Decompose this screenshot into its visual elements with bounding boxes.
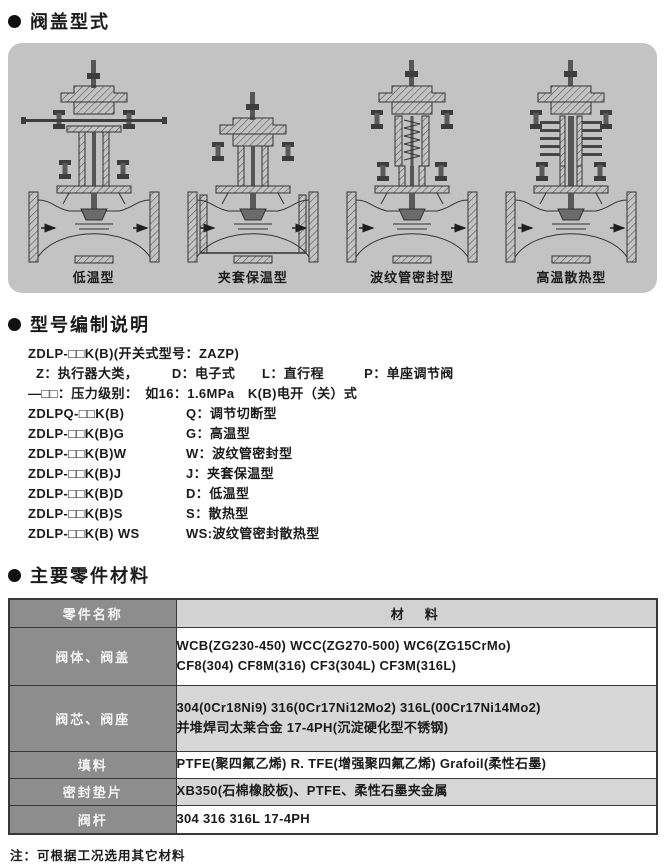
valve-label: 夹套保温型 — [217, 270, 288, 285]
valve-figure-low-temp: 低温型 — [19, 58, 169, 286]
model-code: ZDLPQ-□□K(B) — [28, 406, 125, 421]
valve-drawing-low-temp — [20, 60, 167, 266]
section-bullet-icon — [8, 568, 21, 582]
model-code-row: ZDLP-□□K(B)G G：高温型 — [28, 424, 657, 444]
model-code-row: ZDLP-□□K(B)J J：夹套保温型 — [28, 464, 657, 484]
model-desc: G：高温型 — [186, 426, 251, 441]
material-cell: XB350(石棉橡胶板)、PTFE、柔性石墨夹金属 — [175, 777, 658, 806]
part-name-cell: 阀芯、阀座 — [8, 684, 177, 752]
model-intro-line: ZDLP-□□K(B)(开关式型号：ZAZP) — [28, 346, 240, 361]
model-intro-line: Z：执行器大类， D：电子式 L：直行程 P：单座调节阀 — [36, 366, 454, 381]
model-desc: S：散热型 — [186, 506, 249, 521]
table-footnote: 注：可根据工况选用其它材料 — [10, 849, 186, 863]
table-row: 阀杆 304 316 316L 17-4PH — [8, 804, 658, 835]
model-code: ZDLP-□□K(B)J — [28, 466, 122, 481]
material-line: 并堆焊司太莱合金 17-4PH(沉淀硬化型不锈钢) — [176, 720, 449, 735]
model-designation-block: ZDLP-□□K(B)(开关式型号：ZAZP) Z：执行器大类， D：电子式 L… — [28, 344, 657, 544]
model-code-row: ZDLP-□□K(B) WS WS:波纹管密封散热型 — [28, 524, 657, 544]
material-cell: PTFE(聚四氟乙烯) R. TFE(增强聚四氟乙烯) Grafoil(柔性石墨… — [175, 750, 658, 779]
materials-table: 零件名称 材 料 阀体、阀盖 WCB(ZG230-450) WCC(ZG270-… — [8, 598, 658, 835]
bonnet-section-heading: 阀盖型式 — [8, 8, 657, 34]
materials-section-heading: 主要零件材料 — [8, 562, 657, 588]
bonnet-heading-text: 阀盖型式 — [30, 12, 110, 32]
model-code: ZDLP-□□K(B) WS — [28, 526, 140, 541]
material-line: 304 316 316L 17-4PH — [176, 811, 310, 827]
valve-drawing-jacket — [178, 92, 328, 266]
model-desc: Q：调节切断型 — [186, 406, 277, 421]
model-desc: D：低温型 — [186, 486, 250, 501]
valve-figure-jacket: 夹套保温型 — [178, 58, 328, 286]
part-name-cell: 阀杆 — [8, 804, 177, 835]
materials-header-row: 零件名称 材 料 — [8, 598, 658, 628]
bonnet-figure-panel: 低温型 夹套保温型 — [8, 43, 657, 293]
part-name-cell: 密封垫片 — [8, 777, 177, 806]
valve-label: 波纹管密封型 — [370, 270, 455, 285]
model-desc: W：波纹管密封型 — [186, 446, 293, 461]
model-desc: J：夹套保温型 — [186, 466, 275, 481]
material-line: PTFE(聚四氟乙烯) R. TFE(增强聚四氟乙烯) Grafoil(柔性石墨… — [176, 756, 547, 772]
model-code-row: ZDLPQ-□□K(B) Q：调节切断型 — [28, 404, 657, 424]
model-code: ZDLP-□□K(B)G — [28, 426, 125, 441]
section-bullet-icon — [8, 14, 21, 28]
valve-figure-heat-dissipation: 高温散热型 — [496, 58, 646, 286]
model-code-row: ZDLP-□□K(B)W W：波纹管密封型 — [28, 444, 657, 464]
model-heading-text: 型号编制说明 — [30, 315, 150, 335]
model-code: ZDLP-□□K(B)S — [28, 506, 123, 521]
materials-heading-text: 主要零件材料 — [30, 566, 150, 586]
column-header-material: 材 料 — [175, 598, 658, 628]
model-code: ZDLP-□□K(B)W — [28, 446, 127, 461]
valve-drawing-bellows — [337, 60, 487, 266]
table-row: 阀体、阀盖 WCB(ZG230-450) WCC(ZG270-500) WC6(… — [8, 626, 658, 686]
part-name-cell: 填料 — [8, 750, 177, 779]
model-code-row: ZDLP-□□K(B)S S：散热型 — [28, 504, 657, 524]
table-row: 密封垫片 XB350(石棉橡胶板)、PTFE、柔性石墨夹金属 — [8, 777, 658, 806]
table-row: 阀芯、阀座 304(0Cr18Ni9) 316(0Cr17Ni12Mo2) 31… — [8, 684, 658, 752]
section-bullet-icon — [8, 317, 21, 331]
material-line: XB350(石棉橡胶板)、PTFE、柔性石墨夹金属 — [176, 783, 448, 799]
model-code-row: ZDLP-□□K(B)D D：低温型 — [28, 484, 657, 504]
material-line: WCB(ZG230-450) WCC(ZG270-500) WC6(ZG15Cr… — [176, 637, 511, 653]
valve-figure-bellows: 波纹管密封型 — [337, 58, 487, 286]
model-intro-line: —□□：压力级别： 如16：1.6MPa K(B)电开（关）式 — [28, 386, 358, 401]
material-cell: 304 316 316L 17-4PH — [175, 804, 658, 835]
material-cell: WCB(ZG230-450) WCC(ZG270-500) WC6(ZG15Cr… — [175, 626, 658, 686]
valve-drawing-heat-dissipation — [496, 60, 646, 266]
model-code: ZDLP-□□K(B)D — [28, 486, 124, 501]
material-cell: 304(0Cr18Ni9) 316(0Cr17Ni12Mo2) 316L(00C… — [175, 684, 658, 752]
column-header-part: 零件名称 — [8, 598, 177, 628]
valve-label: 低温型 — [72, 270, 115, 285]
material-line: CF8(304) CF8M(316) CF3(304L) CF3M(316L) — [176, 658, 457, 673]
part-name-cell: 阀体、阀盖 — [8, 626, 177, 686]
model-section-heading: 型号编制说明 — [8, 311, 657, 337]
material-line: 304(0Cr18Ni9) 316(0Cr17Ni12Mo2) 316L(00C… — [176, 699, 541, 715]
table-row: 填料 PTFE(聚四氟乙烯) R. TFE(增强聚四氟乙烯) Grafoil(柔… — [8, 750, 658, 779]
model-desc: WS:波纹管密封散热型 — [186, 526, 320, 541]
valve-label: 高温散热型 — [536, 270, 607, 285]
